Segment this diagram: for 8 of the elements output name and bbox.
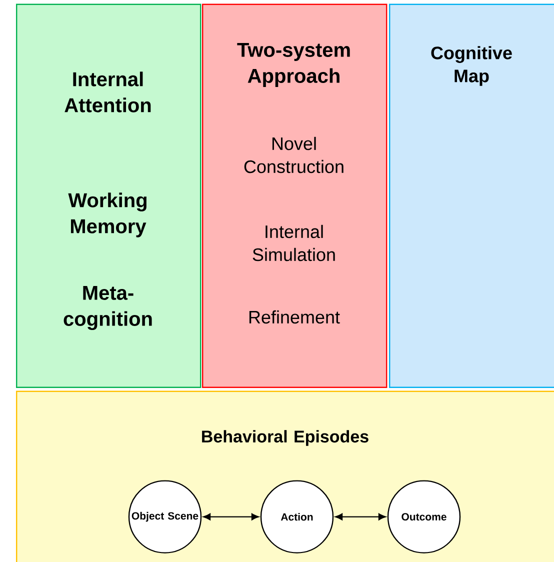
- circle-node: Outcome: [387, 480, 461, 554]
- arrow: [335, 513, 386, 520]
- circle-node: Action: [260, 480, 334, 554]
- panel: Two-system Approach Novel Construction Internal Simulation Refinement: [202, 4, 388, 388]
- arrow: [203, 513, 259, 520]
- panel: Internal Attention Working Memory Meta-cognition: [16, 4, 202, 388]
- panel: Cognitive Map: [389, 4, 554, 388]
- circle-node: Object Scene: [128, 480, 202, 554]
